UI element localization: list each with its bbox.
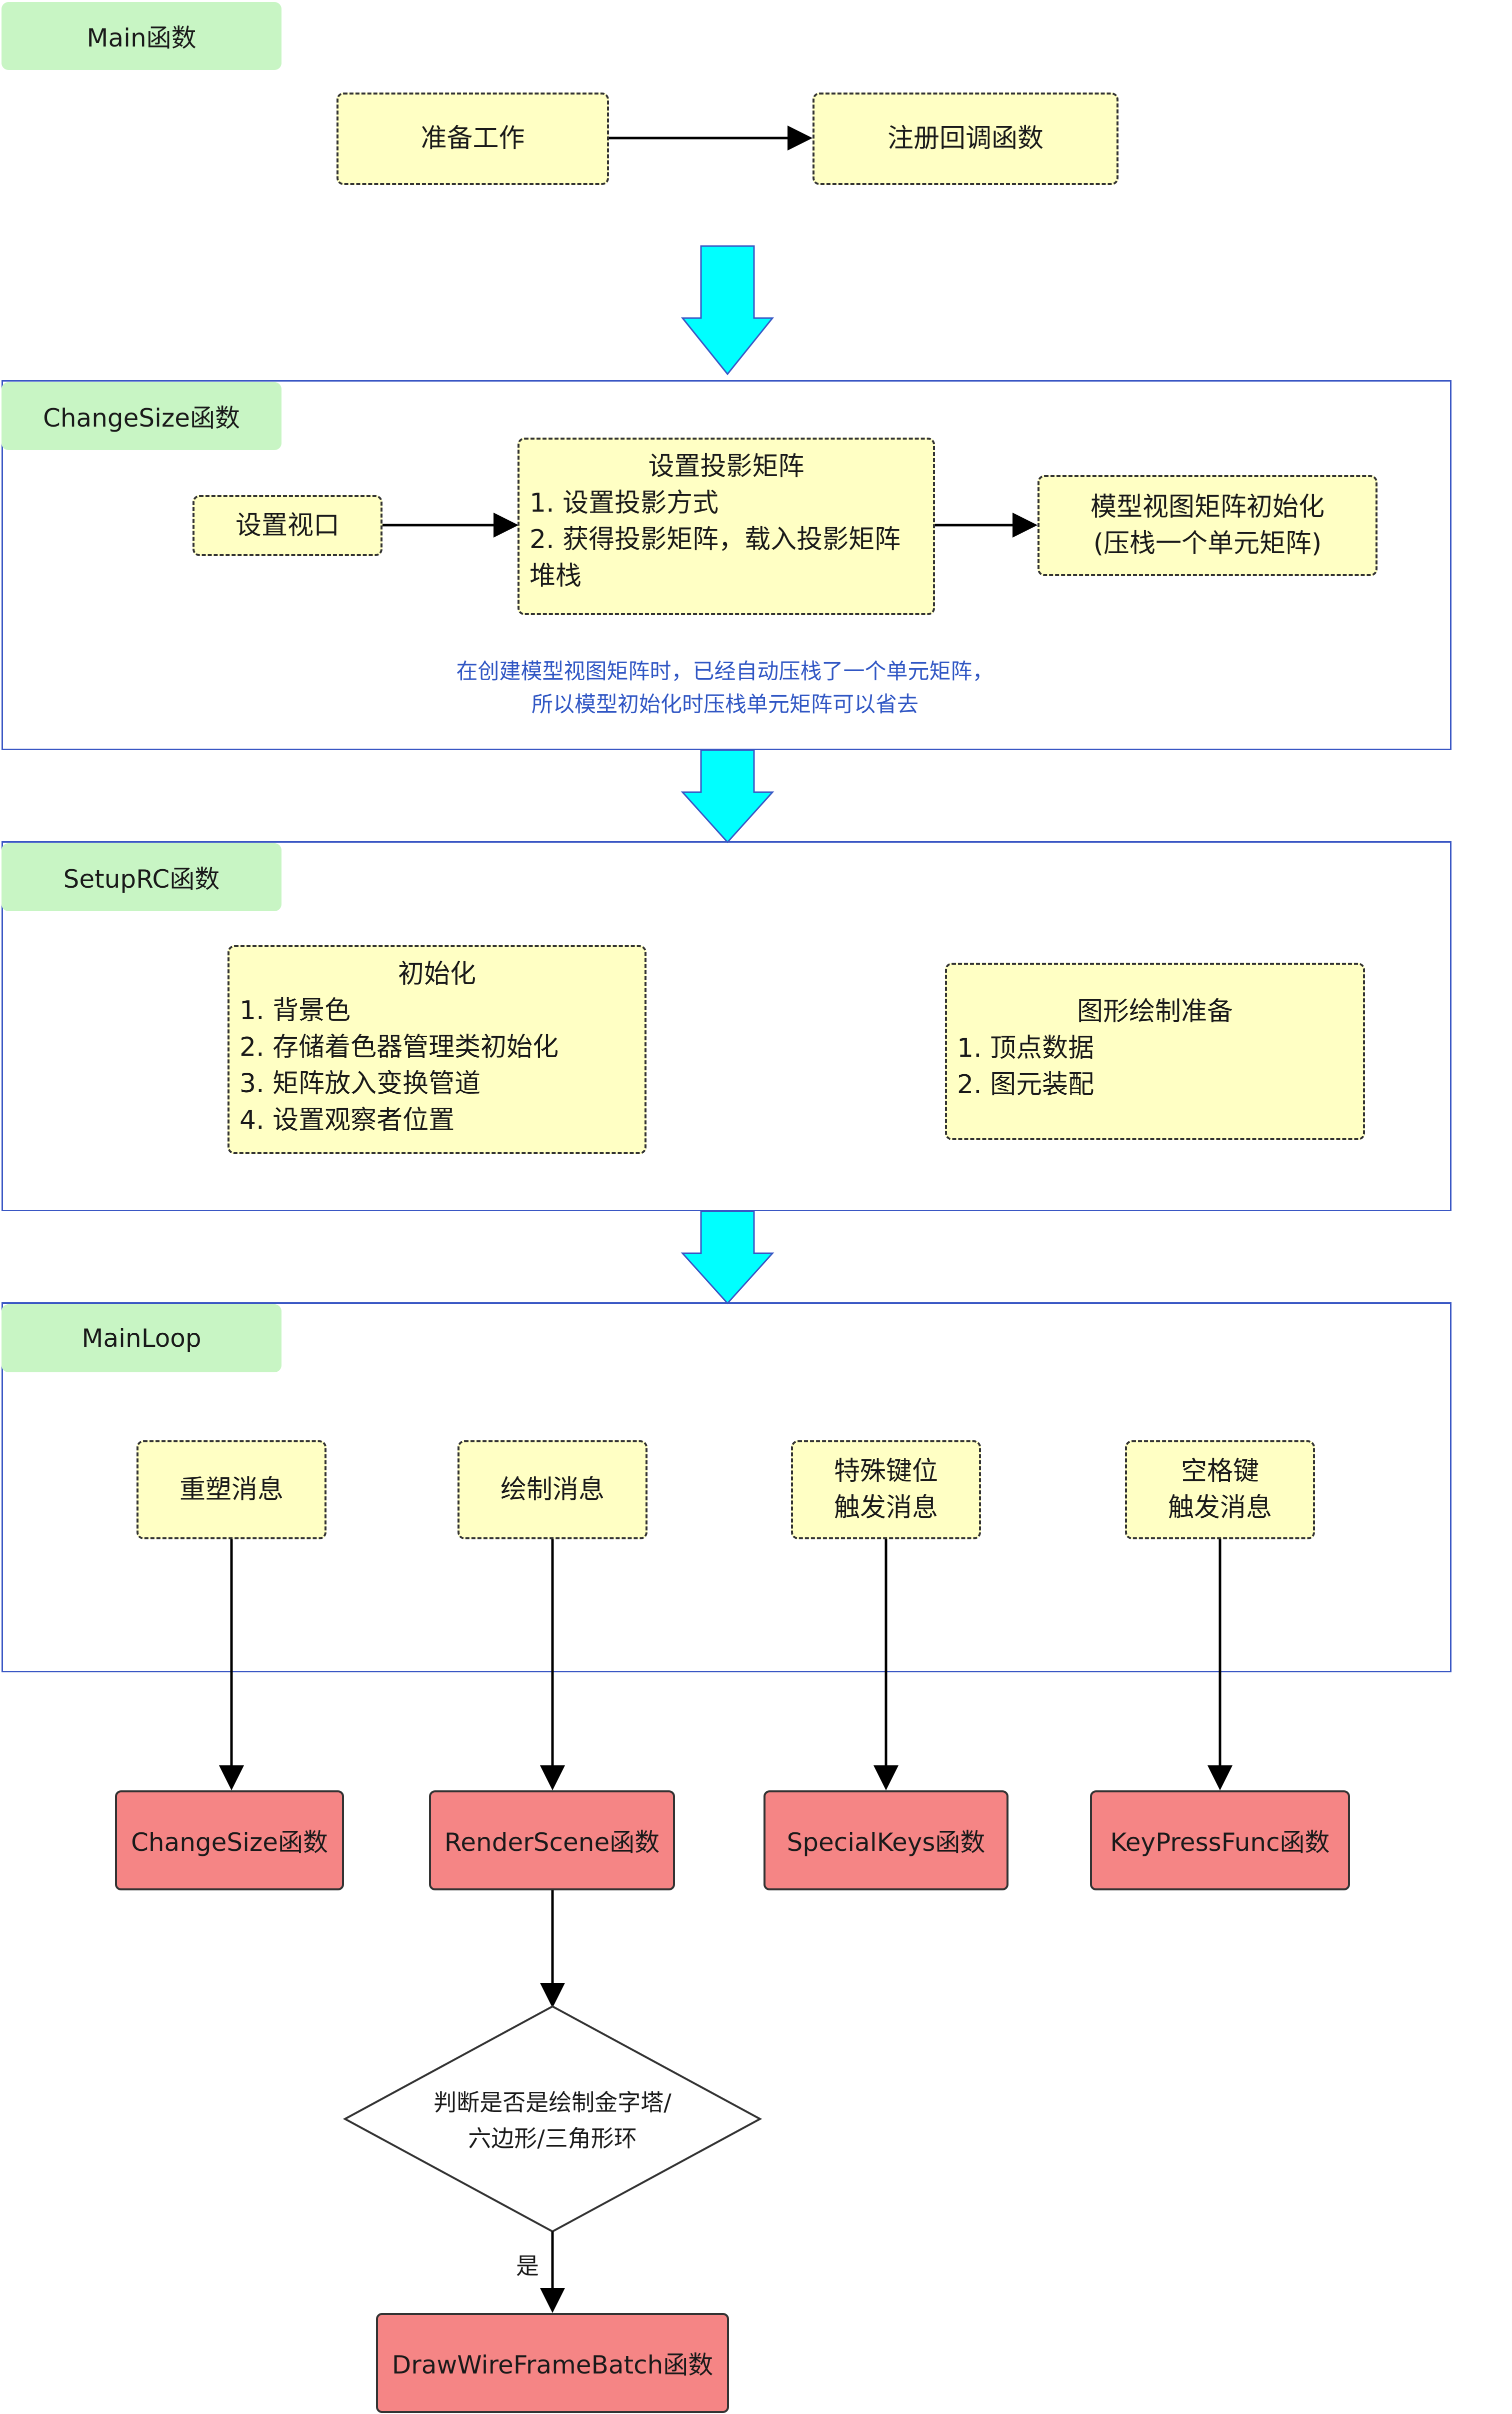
keypressfunc-function-box: KeyPressFunc函数 [1090, 1790, 1350, 1890]
note-line1: 在创建模型视图矩阵时，已经自动压栈了一个单元矩阵， [456, 659, 994, 684]
register-callbacks-text: 注册回调函数 [887, 124, 1044, 154]
prepare-text: 准备工作 [420, 124, 525, 154]
init-item2: 2. 存储着色器管理类初始化 [240, 1032, 559, 1062]
setuprc-section-label: SetupRC函数 [2, 843, 282, 911]
draw-prep-item2: 2. 图元装配 [957, 1070, 1094, 1100]
projection-title: 设置投影矩阵 [648, 452, 804, 482]
init-item3: 3. 矩阵放入变换管道 [240, 1069, 481, 1099]
reshape-msg-box: 重塑消息 [136, 1440, 326, 1539]
decision-line2: 六边形/三角形环 [468, 2125, 637, 2152]
projection-line1: 1. 设置投影方式 [530, 488, 719, 518]
draw-msg-text: 绘制消息 [500, 1474, 604, 1505]
big-arrow-1 [680, 245, 774, 376]
space-key-msg-line2: 触发消息 [1168, 1493, 1272, 1523]
decision-line1: 判断是否是绘制金字塔/ [434, 2089, 672, 2116]
renderscene-function-box: RenderScene函数 [429, 1790, 675, 1890]
drawwireframebatch-function-box: DrawWireFrameBatch函数 [376, 2313, 729, 2413]
modelview-box: 模型视图矩阵初始化 (压栈一个单元矩阵) [1038, 475, 1378, 576]
note-line2: 所以模型初始化时压栈单元矩阵可以省去 [532, 692, 918, 717]
decision-yes-label: 是 [516, 2252, 539, 2279]
init-item1: 1. 背景色 [240, 996, 351, 1026]
decision-text: 判断是否是绘制金字塔/ 六边形/三角形环 [395, 2075, 710, 2165]
init-title: 初始化 [398, 959, 476, 989]
main-section-label: Main函数 [2, 2, 282, 70]
init-box: 初始化 1. 背景色 2. 存储着色器管理类初始化 3. 矩阵放入变换管道 4.… [228, 945, 646, 1154]
draw-prep-title: 图形绘制准备 [1076, 997, 1233, 1027]
projection-line3: 堆栈 [530, 561, 582, 591]
changesize-function-box: ChangeSize函数 [115, 1790, 344, 1890]
reshape-msg-text: 重塑消息 [179, 1474, 284, 1505]
set-viewport-text: 设置视口 [235, 510, 340, 541]
big-arrow-2 [680, 749, 774, 844]
specialkeys-function-box: SpecialKeys函数 [764, 1790, 1008, 1890]
space-key-msg-box: 空格键 触发消息 [1125, 1440, 1315, 1539]
modelview-line2: (压栈一个单元矩阵) [1093, 529, 1322, 559]
special-key-msg-box: 特殊键位 触发消息 [791, 1440, 981, 1539]
draw-prep-item1: 1. 顶点数据 [957, 1033, 1094, 1063]
special-key-msg-line1: 特殊键位 [834, 1456, 938, 1486]
draw-prep-box: 图形绘制准备 1. 顶点数据 2. 图元装配 [945, 963, 1365, 1140]
prepare-box: 准备工作 [336, 93, 609, 185]
init-item4: 4. 设置观察者位置 [240, 1105, 455, 1135]
projection-box: 设置投影矩阵 1. 设置投影方式 2. 获得投影矩阵，载入投影矩阵 堆栈 [518, 438, 935, 615]
space-key-msg-line1: 空格键 [1180, 1456, 1259, 1486]
register-callbacks-box: 注册回调函数 [812, 93, 1118, 185]
draw-msg-box: 绘制消息 [458, 1440, 648, 1539]
changesize-section-label: ChangeSize函数 [2, 382, 282, 450]
big-arrow-3 [680, 1210, 774, 1305]
special-key-msg-line2: 触发消息 [834, 1493, 938, 1523]
changesize-note: 在创建模型视图矩阵时，已经自动压栈了一个单元矩阵， 所以模型初始化时压栈单元矩阵… [250, 655, 1200, 725]
projection-line2: 2. 获得投影矩阵，载入投影矩阵 [530, 525, 901, 555]
set-viewport-box: 设置视口 [192, 495, 382, 556]
mainloop-section-label: MainLoop [2, 1304, 282, 1372]
modelview-line1: 模型视图矩阵初始化 [1090, 492, 1324, 522]
